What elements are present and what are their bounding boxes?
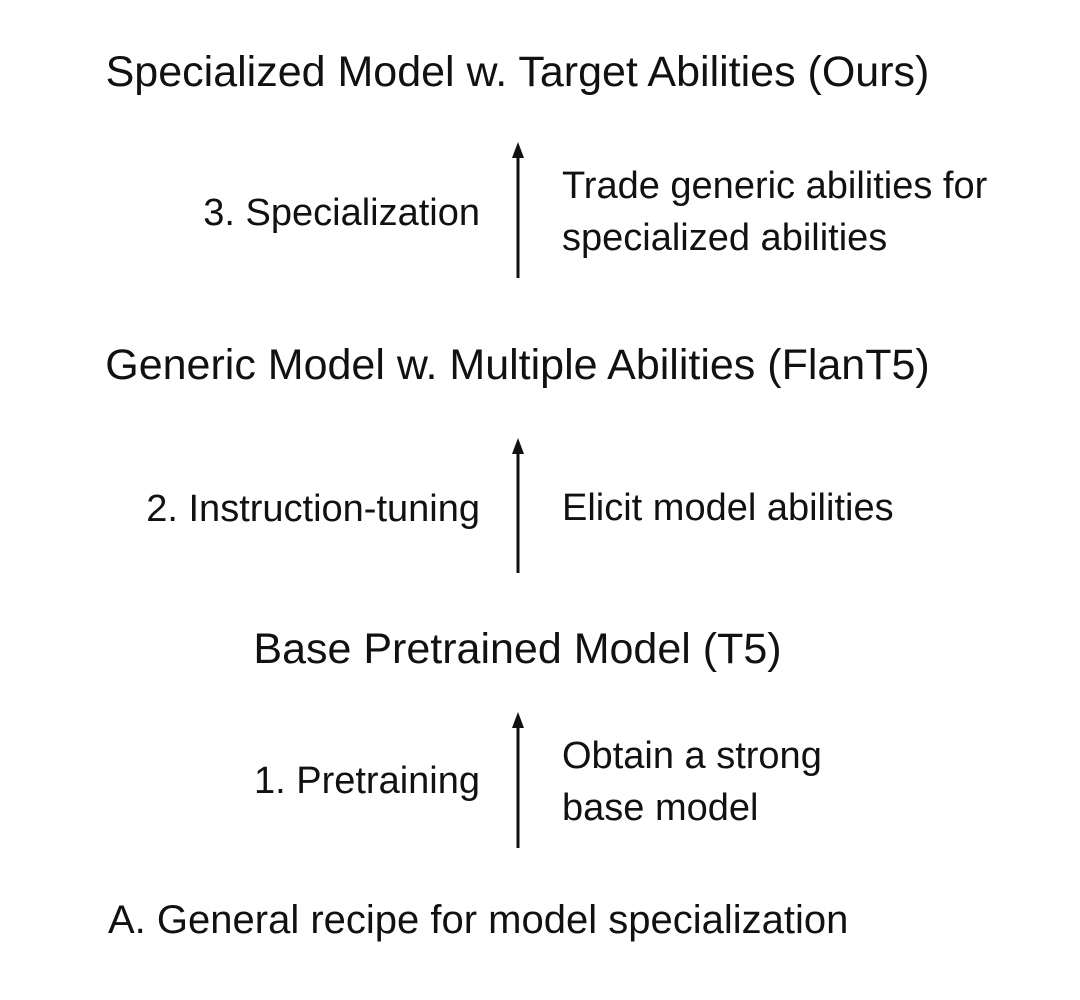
pretraining-desc-line1: Obtain a strong (562, 735, 822, 777)
specialization-description: Trade generic abilities for specialized … (562, 160, 987, 264)
instruction-tuning-arrow-icon (512, 438, 524, 573)
instruction-tuning-step-label: 2. Instruction-tuning (146, 488, 480, 530)
specialized-model-title: Specialized Model w. Target Abilities (O… (105, 48, 930, 96)
pretraining-step-label: 1. Pretraining (253, 760, 480, 802)
base-model-title: Base Pretrained Model (T5) (253, 625, 782, 673)
specialization-arrow-icon (512, 142, 524, 278)
instruction-tuning-desc-line1: Elicit model abilities (562, 487, 894, 529)
pretraining-desc-line2: base model (562, 787, 759, 829)
specialization-desc-line1: Trade generic abilities for (562, 165, 988, 207)
generic-model-title: Generic Model w. Multiple Abilities (Fla… (105, 341, 930, 389)
instruction-tuning-description: Elicit model abilities (562, 482, 894, 534)
specialization-step-label: 3. Specialization (203, 192, 480, 234)
pretraining-description: Obtain a strong base model (562, 730, 822, 834)
pretraining-arrow-icon (512, 712, 524, 848)
figure-caption: A. General recipe for model specializati… (108, 898, 849, 942)
specialization-desc-line2: specialized abilities (562, 217, 888, 259)
